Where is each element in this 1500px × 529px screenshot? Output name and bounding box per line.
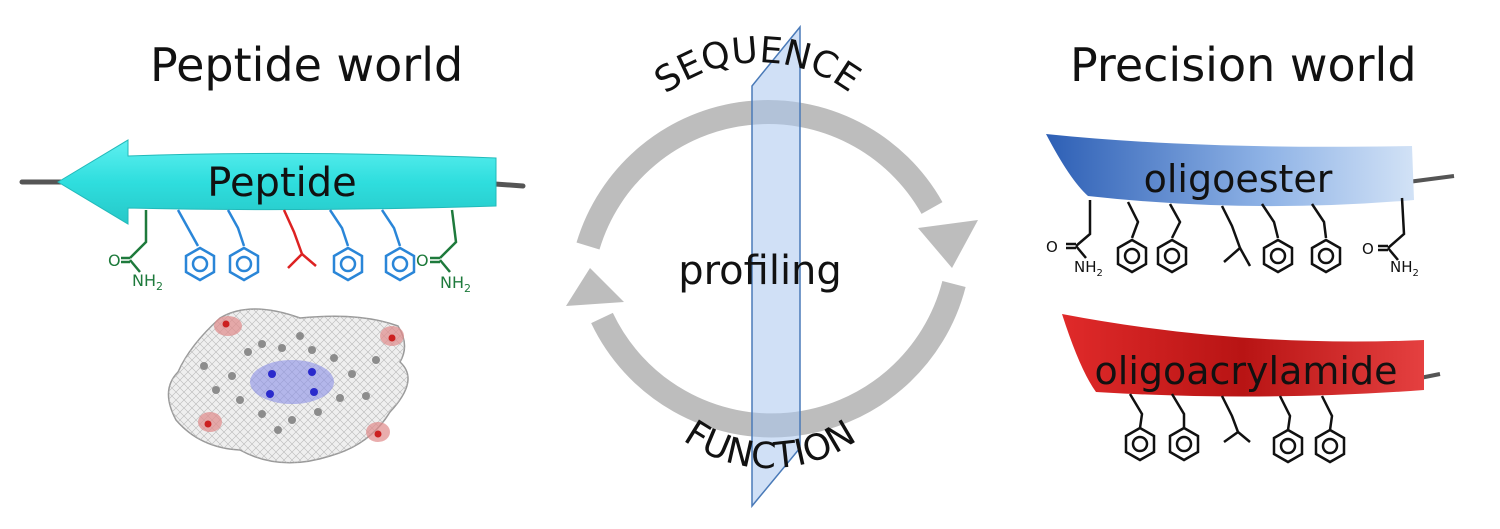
- precision-panel: oligoester O NH: [1046, 134, 1455, 464]
- peptide-arrow-label: Peptide: [207, 160, 357, 206]
- oligoacrylamide-label: oligoacrylamide: [1095, 349, 1398, 393]
- oligoester-ribbon: [1046, 134, 1414, 207]
- amide-o-label: O: [1046, 238, 1058, 256]
- cycle-panel: SEQUENCE FUNCTION profiling: [566, 24, 978, 509]
- oligoacrylamide-side-chains: [1124, 393, 1346, 464]
- amide-nh2-label: NH2: [440, 273, 471, 295]
- phenylalanine-residue: [380, 209, 416, 282]
- phenylalanine-residue: [328, 209, 364, 282]
- amide-nh2-label: NH2: [1074, 258, 1103, 279]
- asparagine-residue: [430, 209, 458, 273]
- amide-nh2-label: NH2: [132, 271, 163, 293]
- backbone-tail-right: [492, 181, 526, 189]
- profiling-label: profiling: [678, 248, 842, 294]
- amide-nh2-label: NH2: [1390, 258, 1419, 279]
- oligoacrylamide-ribbon: [1062, 314, 1424, 397]
- amide-o-label: O: [1362, 240, 1374, 258]
- peptide-arrow: [57, 139, 497, 225]
- phenylalanine-residue: [176, 209, 216, 282]
- cycle-arrow-top: [576, 100, 943, 250]
- phenylalanine-residue: [226, 209, 260, 282]
- oligoester-side-chains: [1066, 197, 1406, 274]
- peptide-world-title: Peptide world: [150, 38, 464, 92]
- cycle-arrowhead-right: [918, 220, 978, 268]
- leucine-residue: [282, 209, 317, 269]
- precision-world-title: Precision world: [1070, 38, 1417, 92]
- cycle-arrowhead-left: [566, 268, 624, 306]
- asparagine-residue: [121, 210, 148, 273]
- amide-o-label: O: [108, 251, 121, 270]
- molecular-surface-model: [167, 308, 409, 464]
- profiling-plane: [751, 24, 801, 509]
- oligoester-tail: [1407, 174, 1455, 184]
- peptide-panel: Peptide O NH2: [19, 139, 526, 464]
- oligoester-label: oligoester: [1144, 157, 1333, 201]
- amide-o-label: O: [416, 251, 429, 270]
